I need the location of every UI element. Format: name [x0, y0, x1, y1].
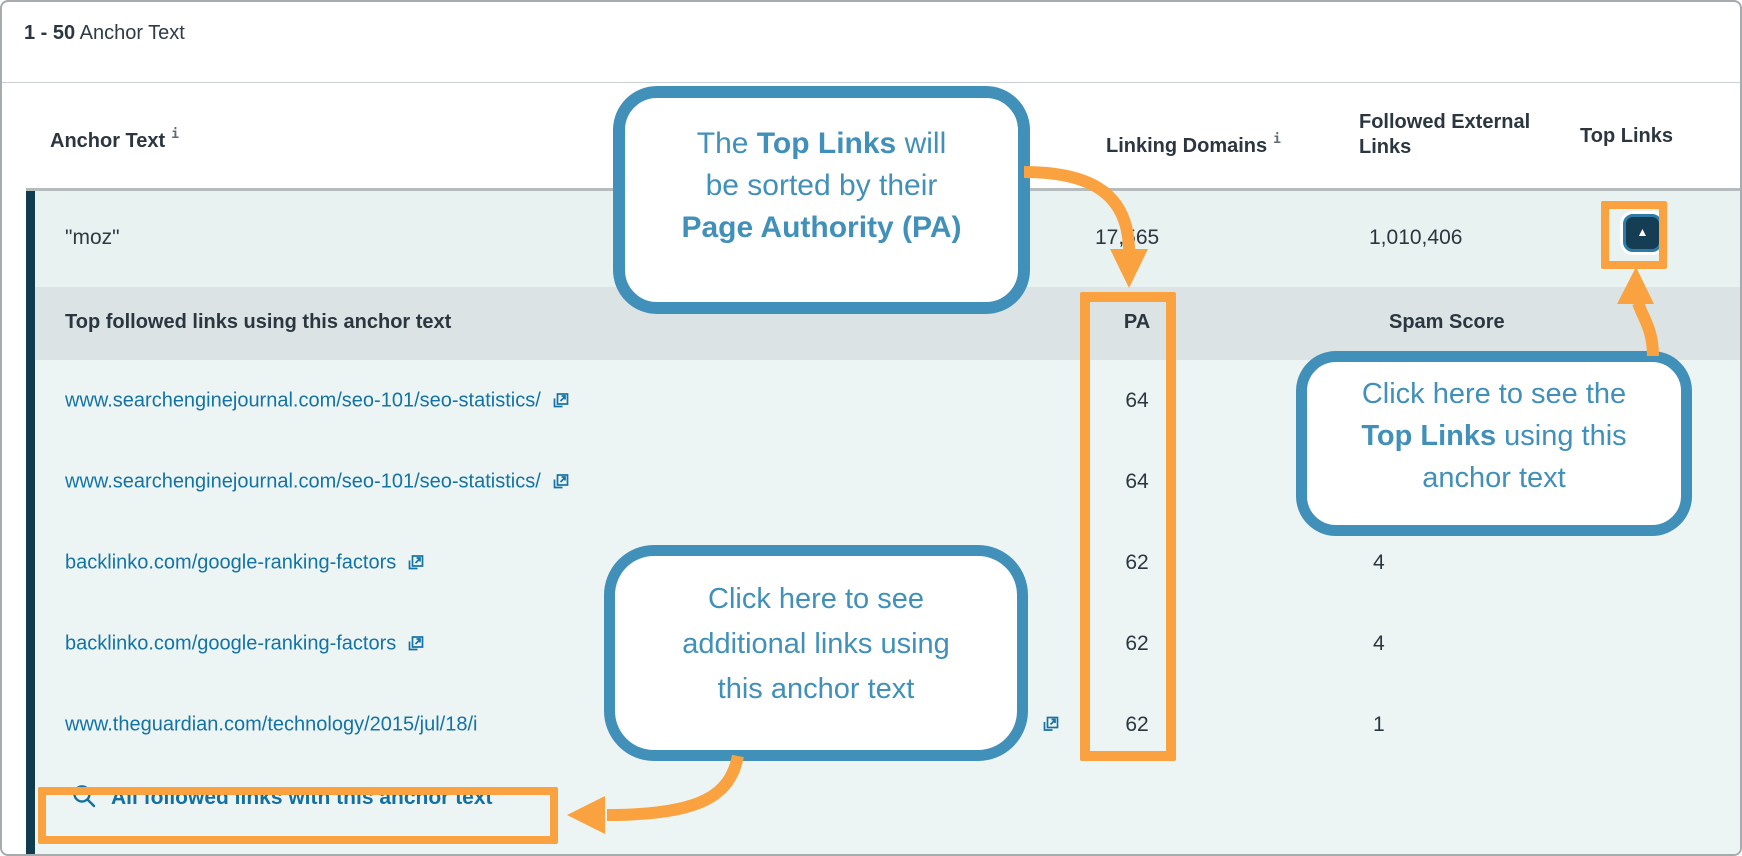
callout-click-additional-links: Click here to see additional links using…	[604, 545, 1028, 761]
link-url[interactable]: www.theguardian.com/technology/2015/jul/…	[65, 713, 478, 735]
info-icon[interactable]: i	[1273, 132, 1281, 147]
pa-value: 62	[1125, 712, 1149, 736]
column-header-followed-external-links: Followed External Links	[1359, 111, 1531, 158]
all-followed-links-link[interactable]: All followed links with this anchor text	[71, 783, 493, 810]
info-icon[interactable]: i	[171, 127, 180, 142]
callout-click-top-links: Click here to see the Top Links using th…	[1296, 351, 1692, 536]
external-link-icon	[1043, 716, 1059, 731]
link-url[interactable]: backlinko.com/google-ranking-factors	[65, 632, 425, 655]
pagination-bar: 1 - 50 Anchor Text	[24, 22, 185, 45]
callout-top-links-sorted: The Top Links will be sorted by their Pa…	[613, 86, 1030, 314]
followed-external-links-value: 1,010,406	[1369, 226, 1463, 249]
pa-value: 64	[1125, 469, 1149, 493]
top-links-toggle-button[interactable]: ▲	[1623, 214, 1662, 252]
spam-score-column-header: Spam Score	[1389, 311, 1505, 333]
search-icon	[73, 785, 96, 808]
link-url[interactable]: www.searchenginejournal.com/seo-101/seo-…	[65, 470, 570, 493]
external-link-icon	[408, 554, 424, 569]
table-footer-row: All followed links with this anchor text	[35, 765, 1740, 854]
spam-score-value: 4	[1373, 550, 1385, 574]
pa-value: 62	[1125, 550, 1149, 574]
anchor-text-value: "moz"	[65, 226, 120, 249]
column-header-top-links: Top Links	[1580, 125, 1673, 147]
pa-value: 62	[1125, 631, 1149, 655]
external-link-icon	[408, 635, 424, 650]
subtable-title: Top followed links using this anchor tex…	[65, 311, 452, 333]
link-url[interactable]: www.searchenginejournal.com/seo-101/seo-…	[65, 389, 570, 412]
spam-score-value: 4	[1373, 631, 1385, 655]
collapse-arrow-icon: ▲	[1636, 225, 1649, 239]
linking-domains-value: 17,565	[1095, 226, 1160, 249]
divider	[2, 82, 1740, 83]
link-url[interactable]: backlinko.com/google-ranking-factors	[65, 551, 425, 574]
spam-score-value: 1	[1373, 712, 1385, 736]
pa-value: 64	[1125, 388, 1149, 412]
page-title: Anchor Text	[79, 22, 185, 44]
row-accent-border	[26, 191, 35, 854]
external-link-icon	[553, 473, 569, 488]
pagination-range: 1 - 50	[24, 22, 76, 44]
external-link-icon	[553, 392, 569, 407]
pa-column-header: PA	[1123, 311, 1151, 333]
